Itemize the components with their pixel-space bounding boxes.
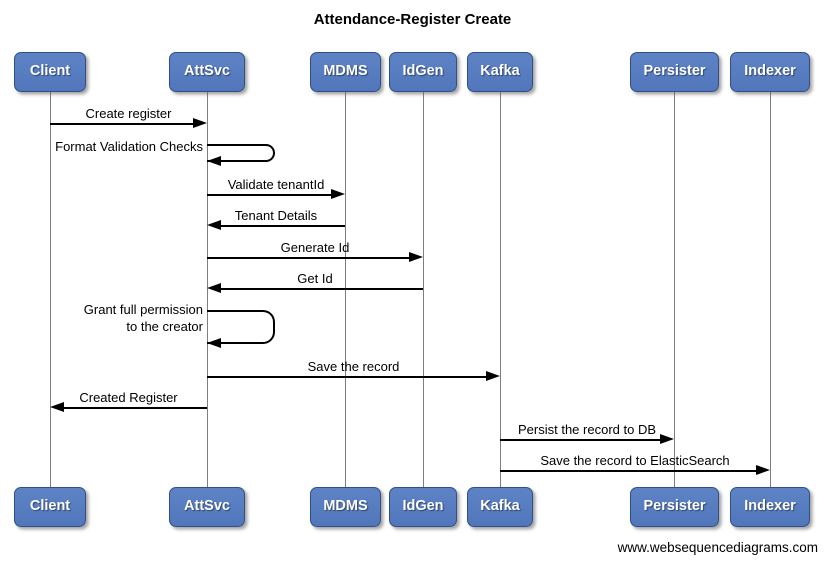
message-line-validate-tenantid (207, 194, 332, 196)
message-line-get-id (221, 288, 423, 290)
message-label-validate-tenantid: Validate tenantId (227, 177, 325, 192)
actor-box-kafka-bottom: Kafka (467, 487, 533, 527)
arrowhead-left-icon (207, 156, 221, 166)
message-label-persist-db: Persist the record to DB (518, 422, 656, 437)
lifeline-indexer (770, 92, 771, 487)
message-label-line-2: to the creator (126, 319, 203, 334)
message-line-tenant-details (221, 225, 345, 227)
arrowhead-left-icon (207, 283, 221, 293)
message-label-save-elasticsearch: Save the record to ElasticSearch (540, 453, 730, 468)
diagram-title: Attendance-Register Create (313, 11, 512, 28)
message-label-format-validation: Format Validation Checks (55, 139, 203, 154)
lifeline-client (50, 92, 51, 487)
actor-box-client-bottom: Client (14, 487, 86, 527)
message-label-save-record: Save the record (307, 359, 400, 374)
message-label-generate-id: Generate Id (280, 240, 350, 255)
lifeline-idgen (423, 92, 424, 487)
arrowhead-right-icon (409, 252, 423, 262)
message-line-save-elasticsearch (500, 470, 757, 472)
self-loop-grant-permission (207, 310, 275, 344)
message-line-create-register (50, 123, 194, 125)
actor-box-attsvc-bottom: AttSvc (169, 487, 245, 527)
lifeline-persister (674, 92, 675, 487)
actor-box-persister-bottom: Persister (630, 487, 719, 527)
actor-box-persister-top: Persister (630, 52, 719, 92)
arrowhead-right-icon (193, 118, 207, 128)
arrowhead-right-icon (660, 434, 674, 444)
message-line-persist-db (500, 439, 661, 441)
arrowhead-right-icon (756, 465, 770, 475)
actor-box-idgen-bottom: IdGen (389, 487, 457, 527)
message-label-grant-permission: Grant full permission to the creator (84, 301, 203, 335)
arrowhead-left-icon (207, 338, 221, 348)
actor-box-mdms-top: MDMS (310, 52, 381, 92)
actor-box-indexer-bottom: Indexer (730, 487, 810, 527)
message-label-line-1: Grant full permission (83, 302, 203, 317)
arrowhead-right-icon (331, 189, 345, 199)
message-label-get-id: Get Id (297, 271, 333, 286)
arrowhead-left-icon (50, 402, 64, 412)
message-label-create-register: Create register (85, 106, 172, 121)
arrowhead-left-icon (207, 220, 221, 230)
actor-box-client-top: Client (14, 52, 86, 92)
message-label-created-register: Created Register (79, 390, 178, 405)
actor-box-indexer-top: Indexer (730, 52, 810, 92)
actor-box-mdms-bottom: MDMS (310, 487, 381, 527)
message-label-tenant-details: Tenant Details (234, 208, 318, 223)
message-line-save-record (207, 376, 487, 378)
lifeline-kafka (500, 92, 501, 487)
actor-box-idgen-top: IdGen (389, 52, 457, 92)
actor-box-attsvc-top: AttSvc (169, 52, 245, 92)
message-line-generate-id (207, 257, 410, 259)
watermark: www.websequencediagrams.com (617, 540, 818, 555)
actor-box-kafka-top: Kafka (467, 52, 533, 92)
message-line-created-register (64, 407, 207, 409)
arrowhead-right-icon (486, 371, 500, 381)
self-loop-format-validation (207, 144, 275, 162)
